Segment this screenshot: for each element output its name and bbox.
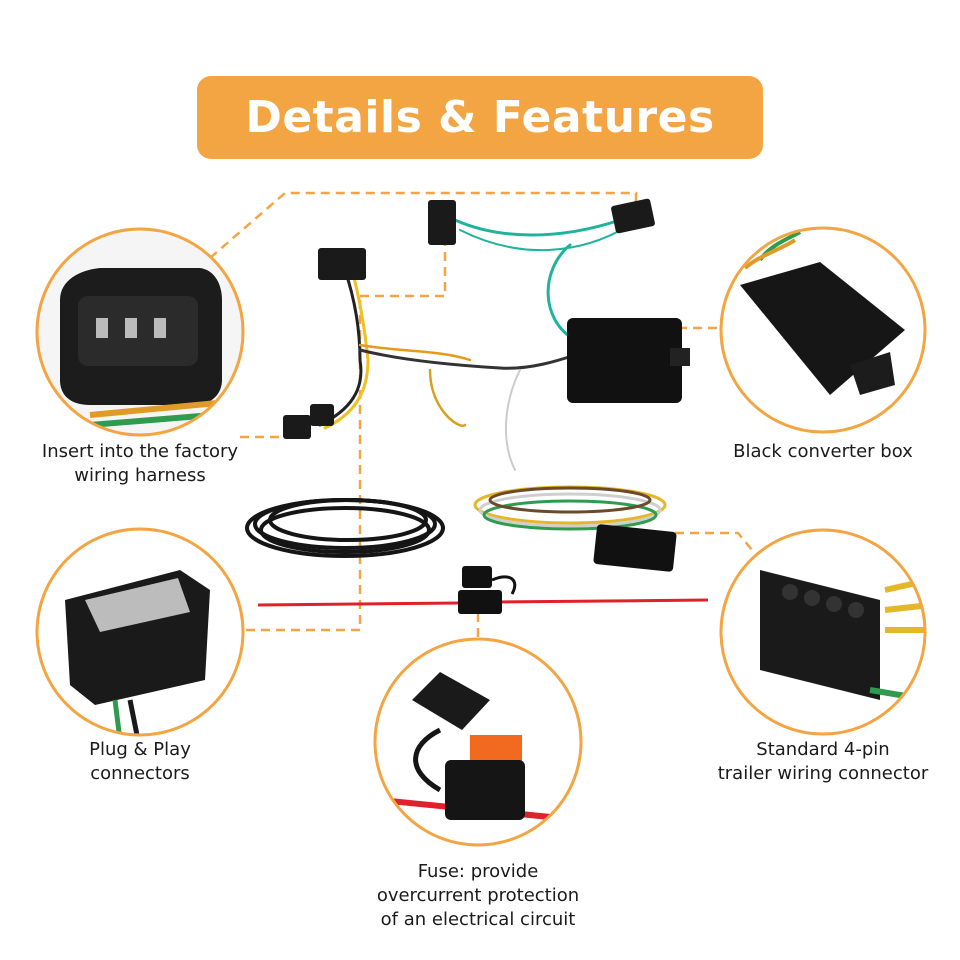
detail-circle-converter xyxy=(719,226,927,434)
four-pin-plug-center xyxy=(593,524,677,572)
harness-connectors xyxy=(283,198,655,439)
caption-line: Standard 4-pin xyxy=(756,739,890,760)
detail-circle-factory-harness xyxy=(35,227,245,437)
converter-box-center xyxy=(567,318,690,403)
wiring-harness xyxy=(318,218,631,471)
caption-line: wiring harness xyxy=(74,465,206,486)
caption-line: Black converter box xyxy=(733,441,913,462)
caption-fuse: Fuse: provide overcurrent protection of … xyxy=(358,860,598,932)
detail-circle-plug-play xyxy=(35,527,245,737)
caption-line: of an electrical circuit xyxy=(380,909,576,930)
detail-circle-four-pin xyxy=(719,528,927,736)
caption-factory-harness: Insert into the factory wiring harness xyxy=(20,440,260,488)
caption-line: Insert into the factory xyxy=(41,441,239,462)
page-title: Details & Features xyxy=(245,92,715,143)
title-banner: Details & Features xyxy=(197,76,763,159)
coiled-trailer-wire xyxy=(473,485,667,531)
caption-line: overcurrent protection xyxy=(376,885,580,906)
fuse-line xyxy=(257,566,709,614)
detail-circle-fuse xyxy=(373,637,583,847)
coiled-wire xyxy=(245,498,445,558)
caption-line: connectors xyxy=(90,763,190,784)
caption-line: Plug & Play xyxy=(89,739,191,760)
caption-converter-box: Black converter box xyxy=(703,440,943,464)
caption-plug-play: Plug & Play connectors xyxy=(20,738,260,786)
caption-four-pin: Standard 4-pin trailer wiring connector xyxy=(703,738,943,786)
caption-line: Fuse: provide xyxy=(417,861,539,882)
caption-line: trailer wiring connector xyxy=(717,763,929,784)
